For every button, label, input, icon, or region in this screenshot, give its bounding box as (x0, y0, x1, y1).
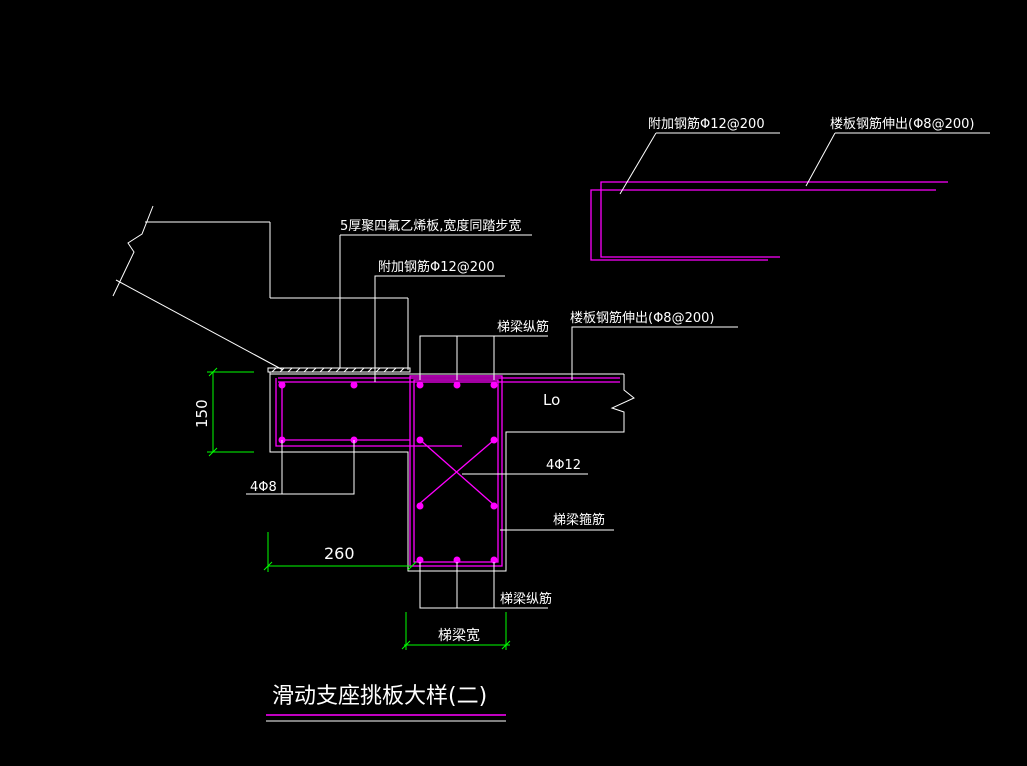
label-slab-bars: 4Φ8 (250, 480, 277, 495)
label-top-slab-rebar: 楼板钢筋伸出(Φ8@200) (830, 116, 974, 132)
label-ptfe-plate: 5厚聚四氟乙烯板,宽度同踏步宽 (340, 218, 521, 234)
label-top-additional-rebar: 附加钢筋Φ12@200 (648, 116, 765, 132)
ptfe-plate (267, 367, 411, 373)
dim-150-text: 150 (193, 399, 211, 428)
label-slab-rebar-ext: 楼板钢筋伸出(Φ8@200) (570, 310, 714, 326)
top-right-rebar-detail (590, 132, 990, 261)
label-beam-width: 梯梁宽 (438, 627, 480, 644)
label-beam-bars: 4Φ12 (546, 458, 581, 473)
leader-lines (246, 234, 738, 609)
label-mid-additional-rebar: 附加钢筋Φ12@200 (378, 259, 495, 275)
label-lo: Lo (543, 391, 560, 409)
dim-260-text: 260 (324, 544, 355, 563)
label-beam-stirrup: 梯梁箍筋 (553, 512, 605, 528)
drawing-title: 滑动支座挑板大样(二) (272, 684, 487, 709)
label-beam-long-top: 梯梁纵筋 (497, 319, 549, 335)
label-beam-long-bottom: 梯梁纵筋 (500, 591, 552, 607)
dimensions (207, 367, 511, 650)
rebar-dots (278, 381, 498, 564)
stair-slab-outline (112, 205, 409, 371)
